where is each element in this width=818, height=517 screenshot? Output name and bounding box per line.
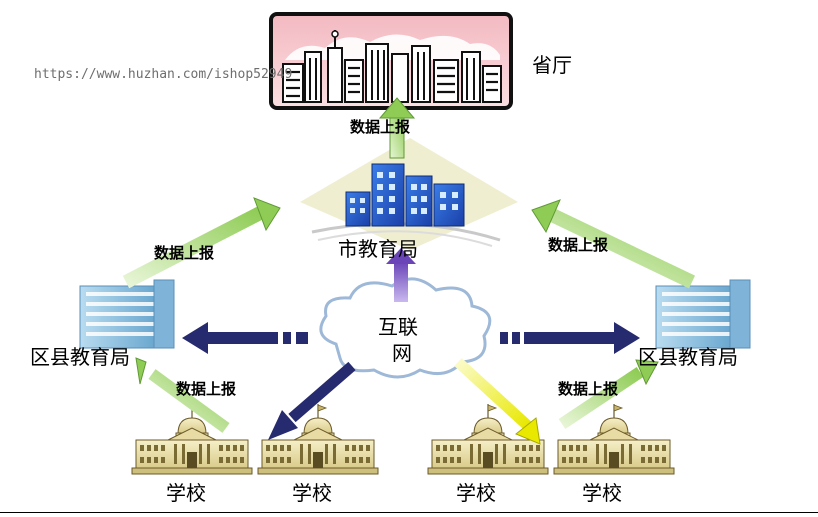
school-label-1: 学校 — [166, 481, 206, 505]
school-building-1-icon — [131, 403, 253, 475]
province-label: 省厅 — [532, 53, 572, 77]
report-arrow-city-to-province — [378, 97, 416, 159]
network-arrow-to-city — [386, 248, 416, 302]
district-building-right-icon — [655, 279, 751, 349]
network-arrow-to-school-2 — [268, 361, 356, 440]
school-building-2-icon — [257, 403, 379, 475]
bottom-divider — [0, 512, 818, 513]
report-label-right: 数据上报 — [548, 236, 608, 254]
school-label-4: 学校 — [582, 481, 622, 505]
report-arrow-school-to-right — [558, 359, 659, 429]
report-arrow-right-to-city — [531, 199, 696, 289]
network-arrow-to-school-3 — [454, 357, 541, 445]
report-arrow-left-to-city — [122, 197, 281, 289]
report-arrow-school-to-left — [135, 357, 230, 433]
district-building-left-icon — [79, 279, 175, 349]
network-arrow-to-right-district — [500, 322, 640, 354]
report-label-province: 数据上报 — [350, 118, 410, 136]
school-label-3: 学校 — [456, 481, 496, 505]
city-office-buildings-icon — [300, 138, 518, 250]
watermark-url: https://www.huzhan.com/ishop52949 — [34, 67, 292, 82]
province-skyline-icon — [269, 12, 513, 110]
report-label-school-right: 数据上报 — [558, 380, 618, 398]
district-right-label: 区县教育局 — [638, 345, 738, 369]
network-arrow-to-left-district — [182, 322, 308, 354]
report-label-school-left: 数据上报 — [176, 380, 236, 398]
school-label-2: 学校 — [292, 481, 332, 505]
internet-cloud-icon — [319, 277, 492, 379]
report-label-left: 数据上报 — [154, 244, 214, 262]
internet-label-line1: 互联 — [378, 315, 418, 339]
district-left-label: 区县教育局 — [30, 345, 130, 369]
city-bureau-label: 市教育局 — [338, 237, 418, 261]
internet-label-line2: 网 — [392, 341, 412, 365]
